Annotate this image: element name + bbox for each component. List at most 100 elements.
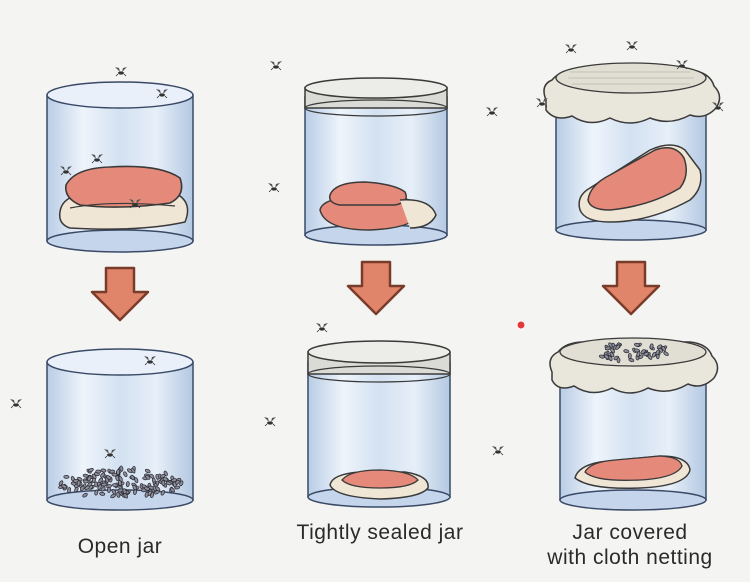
maggot [91,473,97,479]
maggot [610,348,616,354]
maggot [99,491,106,496]
maggot [145,474,151,480]
maggot [100,468,107,473]
maggot [661,345,666,352]
maggot [123,471,128,478]
maggot [656,344,663,350]
maggot [634,342,640,347]
maggot [604,346,611,351]
arrow-down-icon [601,260,661,316]
maggot [87,475,92,482]
maggot [604,354,610,360]
netting-jar-before [543,62,721,241]
maggot-icon [58,465,184,499]
maggot-icon [598,342,669,364]
caption-netting-jar: Jar covered with cloth netting [510,520,750,570]
caption-sealed-jar: Tightly sealed jar [296,521,464,544]
maggot [144,491,149,498]
fly-icon [263,416,277,427]
maggot [643,351,650,356]
maggot [97,484,102,490]
maggot [116,491,121,498]
maggot [598,354,605,359]
maggot [155,486,161,492]
maggot [82,479,89,484]
indicator-dot [516,320,526,330]
maggot [88,467,94,473]
maggot [130,474,135,481]
maggot [609,351,615,358]
maggot [160,490,166,496]
maggot [119,465,124,472]
maggot [647,354,653,360]
maggot [165,481,172,486]
maggot [58,480,64,486]
caption-netting-line1: Jar covered [572,521,688,544]
maggot [117,488,124,493]
maggot [144,468,151,474]
maggot [150,492,155,498]
maggot [111,489,117,495]
maggot [649,343,654,350]
netting-jar-after [549,337,719,511]
caption-open-jar: Open jar [77,535,163,558]
maggot [161,480,166,486]
maggot [628,358,635,363]
maggot [76,480,81,487]
maggot [79,485,85,491]
maggot [179,480,184,487]
maggot [95,469,102,474]
maggot [98,477,104,483]
fly-icon [114,66,128,77]
maggot [125,481,130,488]
maggot [616,357,621,364]
maggot [169,487,175,493]
maggot [623,349,630,354]
fly-icon [9,398,23,409]
maggot [636,351,641,358]
maggot [110,493,116,499]
open-jar-before [46,81,194,253]
maggot [615,344,621,350]
maggot [107,486,111,493]
maggot [84,485,90,491]
maggot [655,349,660,356]
maggot [127,468,133,474]
caption-netting-line2: with cloth netting [547,546,713,569]
fly-icon [485,106,499,117]
maggot [159,473,166,479]
maggot [116,469,121,476]
maggot [100,472,106,478]
maggot [134,477,139,484]
maggot [132,484,137,491]
maggot [608,355,613,362]
maggot [82,473,89,478]
maggot [162,477,169,482]
maggot [63,474,70,479]
fly-icon [315,322,329,333]
maggot [94,481,99,488]
maggot [101,482,108,487]
sealed-jar-after [307,340,451,508]
arrow-down-icon [346,260,406,316]
maggot [144,486,150,491]
maggot [122,488,127,495]
maggot [117,480,122,487]
maggot [663,351,669,356]
maggot [112,483,118,488]
maggot [61,484,68,489]
maggot [94,489,99,496]
maggot [627,353,632,360]
maggot [106,475,112,480]
maggot [82,492,88,498]
sealed-jar-before [304,77,448,246]
maggot [100,486,106,492]
fly-icon [269,60,283,71]
maggot [651,351,657,358]
fly-icon [491,445,505,456]
arrow-down-icon [90,266,150,322]
maggot [171,478,178,483]
fly-icon [625,40,639,51]
fly-icon [267,182,281,193]
